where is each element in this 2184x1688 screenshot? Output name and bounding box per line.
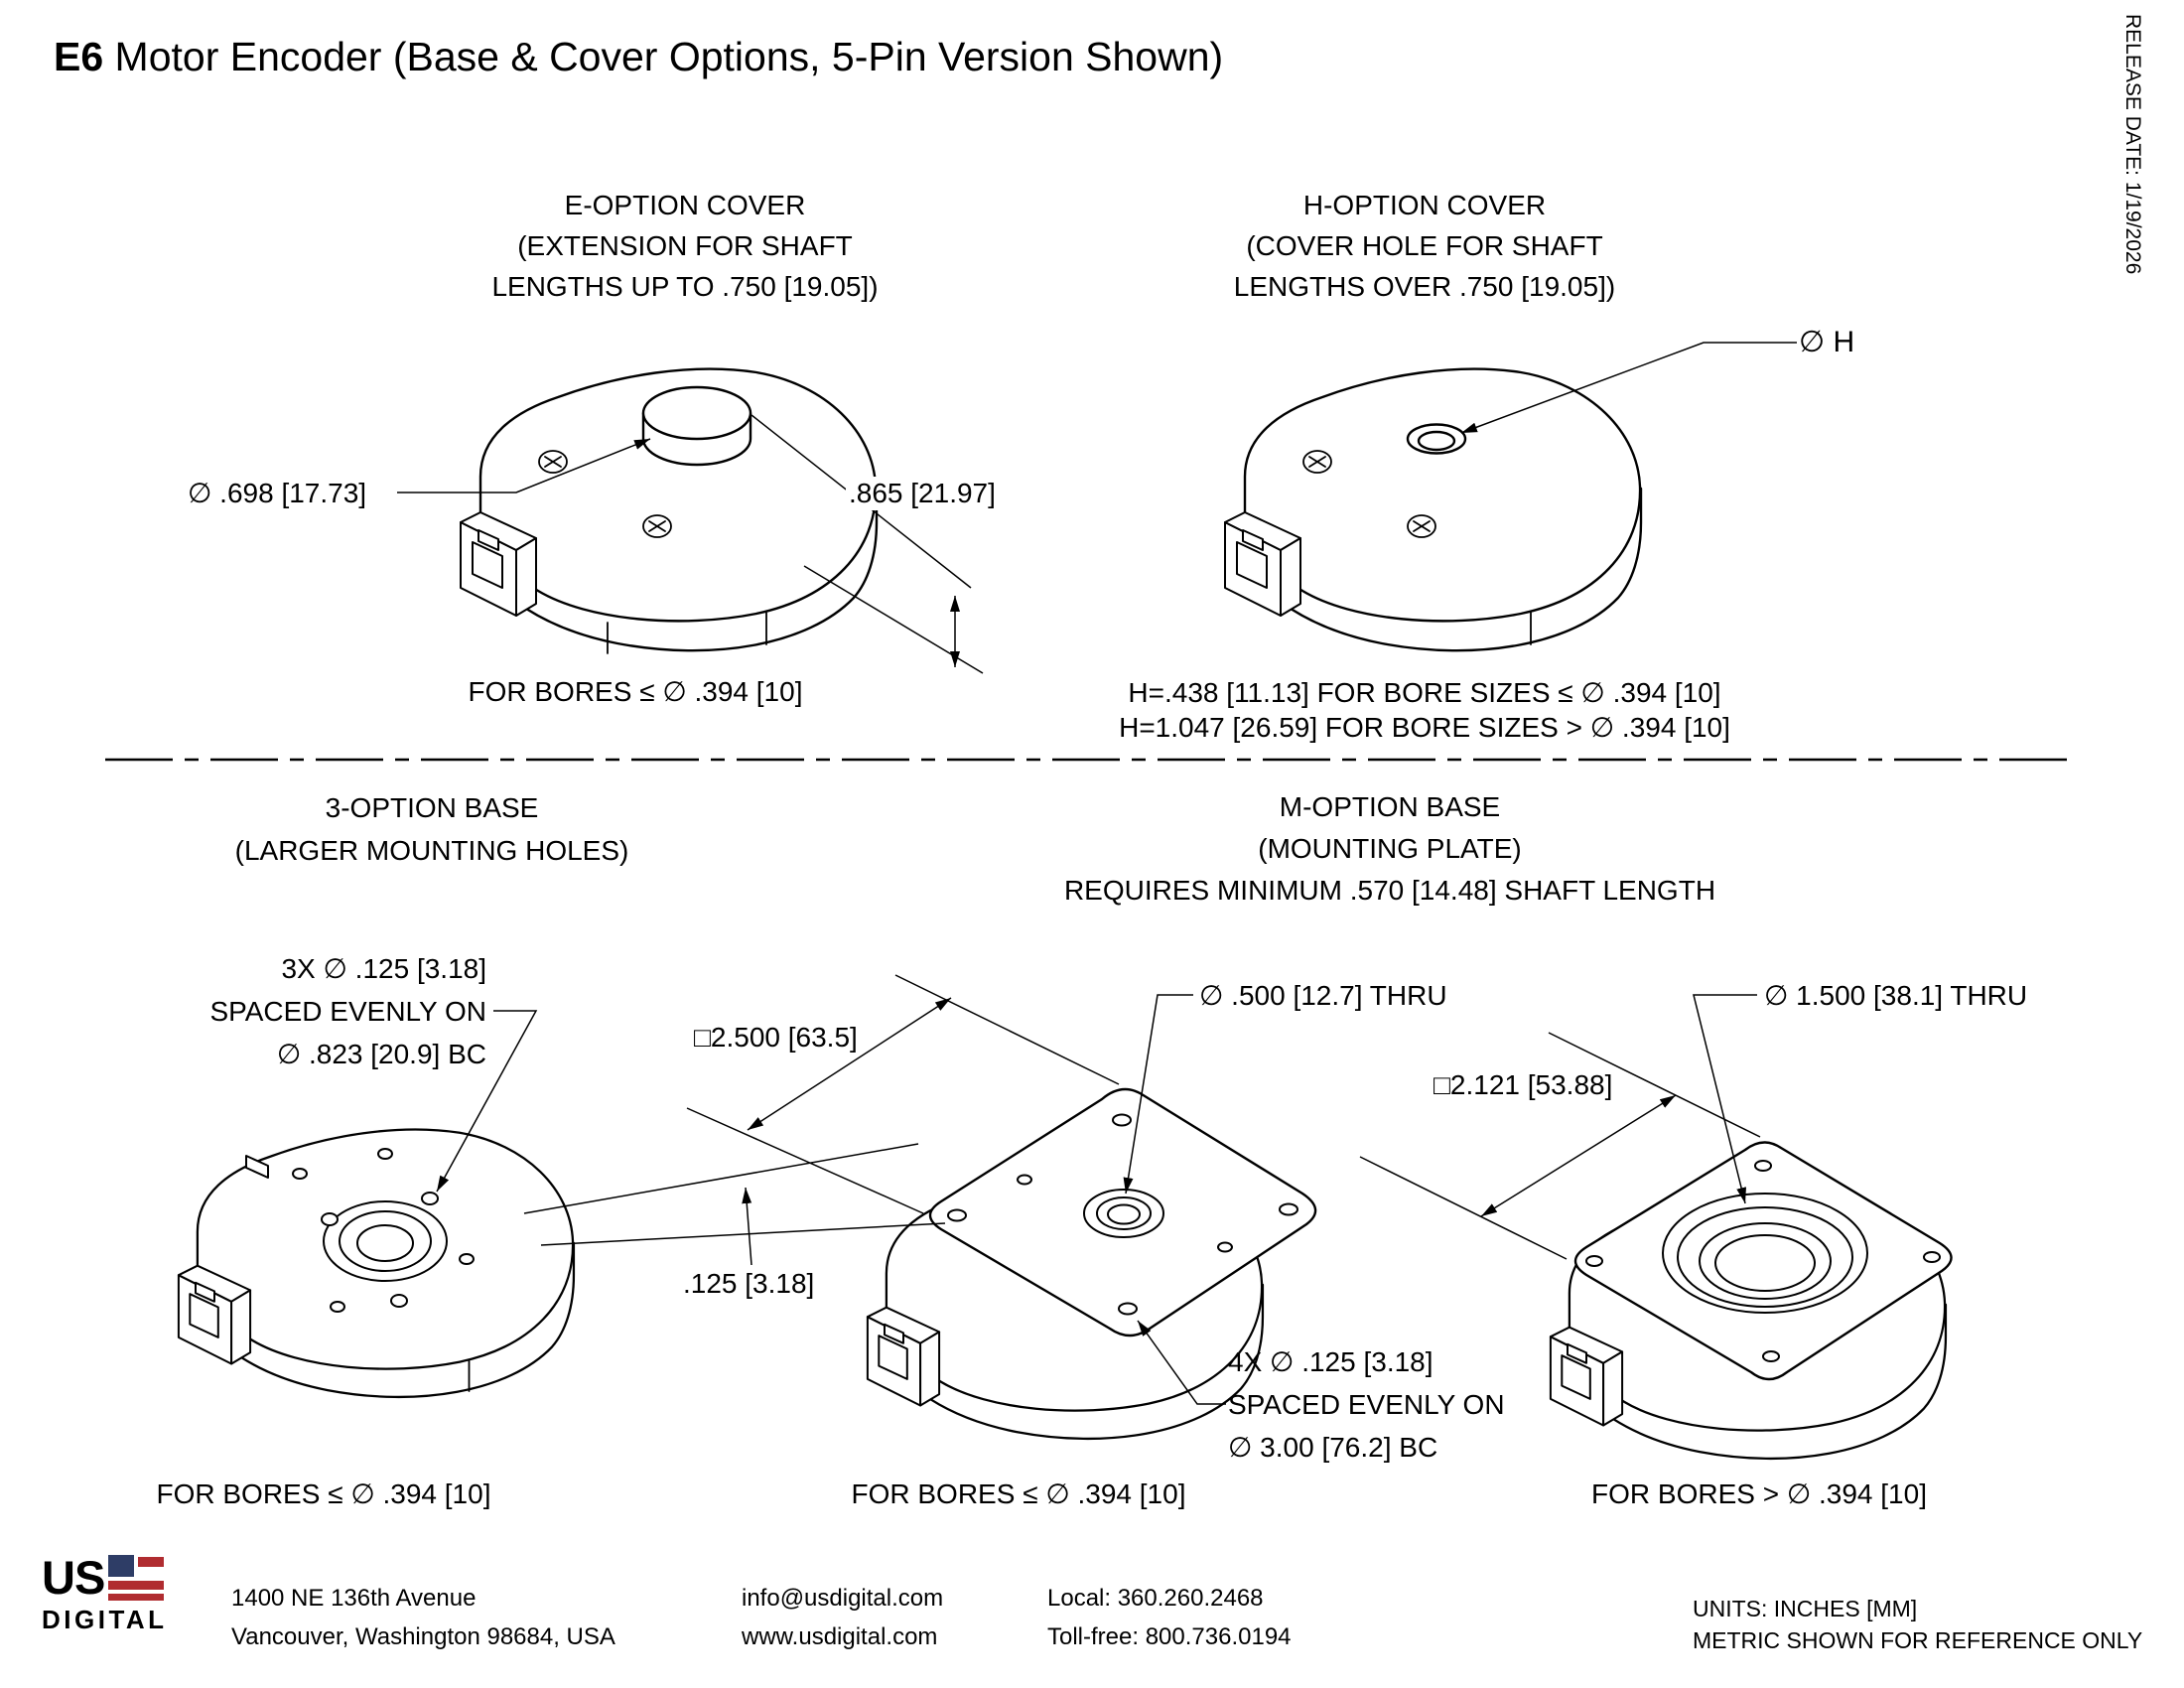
dim-option3-holes: 3X ∅ .125 [3.18] SPACED EVENLY ON ∅ .823… — [209, 953, 486, 1069]
phillips-screw-icon — [1407, 514, 1436, 538]
logo-digital-text: DIGITAL — [42, 1605, 168, 1634]
m-option-plate-drawing — [866, 1087, 1317, 1441]
dim-plate-square: □2.500 [63.5] — [691, 1021, 861, 1055]
plate-holes — [947, 1113, 1298, 1316]
release-date-label: RELEASE DATE: 1/19/2026 — [2121, 14, 2144, 275]
phillips-screw-icon — [538, 450, 568, 474]
footer-contact-web: info@usdigital.com www.usdigital.com — [742, 1579, 943, 1656]
model-number: E6 — [54, 34, 104, 79]
footer-website: www.usdigital.com — [742, 1623, 938, 1650]
h-option-heading: H-OPTION COVER (COVER HOLE FOR SHAFT LEN… — [1233, 190, 1616, 302]
logo-us-text: US — [42, 1551, 105, 1604]
footer-email: info@usdigital.com — [742, 1585, 944, 1612]
large-bore-rings — [1585, 1160, 1941, 1362]
us-digital-logo: US DIGITAL — [42, 1551, 168, 1635]
dim-large-bore: ∅ 1.500 [38.1] THRU — [1761, 979, 2031, 1013]
footer-units-note: UNITS: INCHES [MM] METRIC SHOWN FOR REFE… — [1693, 1596, 2143, 1653]
m-option-heading: M-OPTION BASE (MOUNTING PLATE) REQUIRES … — [1063, 791, 1716, 906]
m-option-large-bore-drawing — [1549, 1141, 1953, 1461]
h-option-notes: H=.438 [11.13] FOR BORE SIZES ≤ ∅ .394 [… — [1119, 677, 1730, 743]
dim-large-plate-square: □2.121 [53.88] — [1431, 1068, 1616, 1102]
m-option-note: FOR BORES ≤ ∅ .394 [10] — [851, 1478, 1186, 1509]
e-option-note: FOR BORES ≤ ∅ .394 [10] — [468, 676, 803, 707]
dim-extension-diameter: ∅ .698 [17.73] — [185, 477, 370, 510]
dim-extension-height: .865 [21.97] — [846, 477, 999, 510]
footer-address: 1400 NE 136th Avenue Vancouver, Washingt… — [231, 1585, 615, 1650]
e-option-heading: E-OPTION COVER (EXTENSION FOR SHAFT LENG… — [491, 190, 879, 302]
option3-heading: 3-OPTION BASE (LARGER MOUNTING HOLES) — [234, 792, 629, 866]
footer-phone-local: Local: 360.260.2468 — [1047, 1585, 1264, 1612]
dim-center-hole: ∅ .500 [12.7] THRU — [1196, 979, 1450, 1013]
option3-note: FOR BORES ≤ ∅ .394 [10] — [156, 1478, 491, 1509]
dim-plate-holes: 4X ∅ .125 [3.18] SPACED EVENLY ON ∅ 3.00… — [1228, 1346, 1505, 1463]
phillips-screw-icon — [1302, 450, 1332, 474]
e-option-cover-drawing — [460, 367, 879, 654]
footer-phone-tollfree: Toll-free: 800.736.0194 — [1047, 1623, 1292, 1650]
dimension-lines — [397, 342, 1797, 1405]
option3-base-drawing — [177, 1128, 576, 1399]
title-text: Motor Encoder (Base & Cover Options, 5-P… — [103, 34, 1224, 79]
dim-hole-diameter-h: ∅ H — [1799, 326, 1855, 358]
h-option-cover-drawing — [1224, 367, 1643, 652]
m-option-large-note: FOR BORES > ∅ .394 [10] — [1591, 1478, 1927, 1509]
footer-phones: Local: 360.260.2468 Toll-free: 800.736.0… — [1047, 1579, 1292, 1656]
phillips-screw-icon — [642, 514, 672, 538]
cover-hole — [1406, 423, 1467, 455]
us-flag-icon — [108, 1555, 165, 1601]
base-hub-and-holes — [245, 1148, 475, 1313]
page-title: E6 Motor Encoder (Base & Cover Options, … — [54, 34, 1223, 80]
dim-plate-thickness: .125 [3.18] — [680, 1267, 818, 1301]
